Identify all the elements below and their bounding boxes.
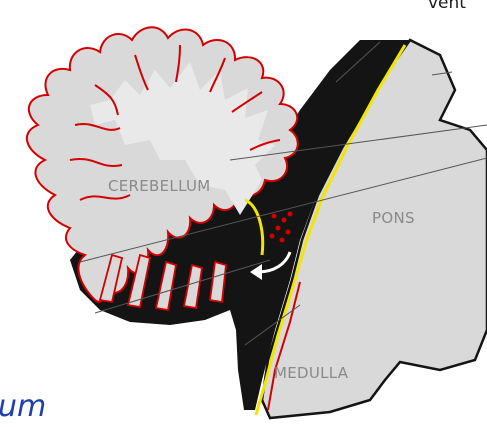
caption-text: um	[0, 389, 46, 423]
top-right-text: vent	[428, 0, 466, 13]
label-pons: PONS	[372, 209, 415, 227]
label-medulla: MEDULLA	[274, 364, 349, 382]
label-cerebellum: CEREBELLUM	[108, 177, 211, 195]
